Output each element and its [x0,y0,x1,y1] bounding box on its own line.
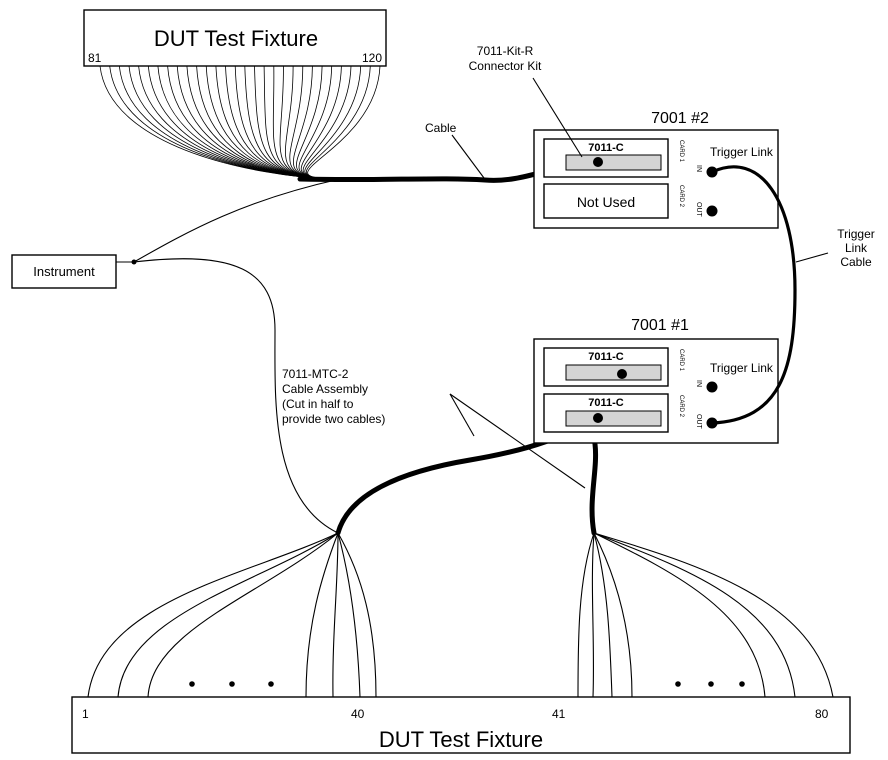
mainframe-1-trigger-link-label: Trigger Link [710,361,774,375]
mainframe-1-card-2-label: 7011-C [588,397,624,409]
trigger-link-cable-label-3: Cable [840,255,872,269]
top-fan-wire [167,65,331,180]
ellipsis-dots-right [675,681,745,687]
mainframe-1-in-label: IN [695,380,702,387]
trigger-link-cable-label-2: Link [845,241,868,255]
mainframe-2-side-card-1: CARD 1 [678,140,684,163]
kit-leader [532,77,583,158]
kit-label-1: 7011-Kit-R [477,44,534,58]
top-fan-wire [147,65,331,180]
pin-label-80: 80 [815,707,829,721]
mainframe-1-side-card-2: CARD 2 [678,395,684,418]
mainframe-2-trigger-out-port [706,205,718,217]
mtc-label-1: 7011-MTC-2 [282,367,349,381]
mtc-label-2: Cable Assembly [282,382,368,396]
mainframe-2-title: 7001 #2 [651,110,709,127]
kit-label-2: Connector Kit [469,59,542,73]
mainframe-2-out-label: OUT [695,202,702,218]
left-wire-fan [87,532,377,698]
mainframe-2-card-2-label: Not Used [577,194,635,210]
cable-plug-7001-1-card-2 [593,413,603,423]
top-dut-fixture: DUT Test Fixture 81 120 [83,9,387,67]
mtc-leader-right [449,393,586,489]
mainframe-1-card-1-label: 7011-C [588,351,624,363]
top-fixture-wire-fan [99,65,381,180]
bottom-fixture-box [71,696,851,754]
instrument-wire-top [133,178,341,263]
mtc-label-3: (Cut in half to [282,397,354,411]
mtc-leader-left [449,393,475,437]
mainframe-2-side-card-2: CARD 2 [678,185,684,208]
mainframe-2-trigger-link-label: Trigger Link [710,145,774,159]
ellipsis-dots-left [189,681,274,687]
mainframe-1-trigger-in-port [706,381,718,393]
mainframe-2-card-1-connector [565,154,662,171]
top-fan-wire [279,65,331,180]
mainframe-2-card-2 [543,183,669,219]
mainframe-1-out-label: OUT [695,414,702,430]
instrument-box [11,254,117,289]
pin-label-40: 40 [351,707,365,721]
mtc-label-4: provide two cables) [282,412,385,426]
instrument-wire-bottom [133,258,339,534]
top-fan-wire [99,65,331,180]
trigger-link-cable-leader [795,252,829,263]
cable-label: Cable [425,121,457,135]
top-fixture-box [83,9,387,67]
top-fan-wire [186,65,331,180]
instrument: Instrument [11,178,341,534]
top-fixture-title: DUT Test Fixture [154,26,318,51]
mainframe-1-card-2-connector [565,410,662,427]
mainframe-7001-1: 7001 #1 7011-C 7011-C CARD 1 CARD 2 Trig… [533,317,779,444]
mainframe-1-side-card-1: CARD 1 [678,349,684,372]
cable-plug-7001-1-card-1 [617,369,627,379]
top-fixture-pin-end: 120 [362,51,382,65]
trigger-link-cable [711,165,797,425]
mainframe-1-title: 7001 #1 [631,317,689,334]
trigger-link-cable-label-1: Trigger [837,227,875,241]
mainframe-2-in-label: IN [695,165,702,172]
pin-label-41: 41 [552,707,566,721]
mainframe-2-card-1-label: 7011-C [588,142,624,154]
cable-leader [451,134,485,179]
bottom-fixture-title: DUT Test Fixture [379,727,543,752]
instrument-label: Instrument [33,264,95,279]
bottom-dut-fixture: DUT Test Fixture 1 40 41 80 [71,696,851,754]
top-fan-wire [138,65,331,180]
top-fixture-pin-start: 81 [88,51,102,65]
top-fan-wire [285,65,331,180]
cable-plug-7001-2 [593,157,603,167]
pin-label-1: 1 [82,707,89,721]
mainframe-1-card-1-connector [565,364,662,381]
right-wire-fan [577,532,834,698]
top-fan-wire [307,65,381,180]
mainframe-7001-2: 7001 #2 7011-C Not Used CARD 1 CARD 2 Tr… [533,110,779,229]
top-fan-wire [272,65,331,180]
